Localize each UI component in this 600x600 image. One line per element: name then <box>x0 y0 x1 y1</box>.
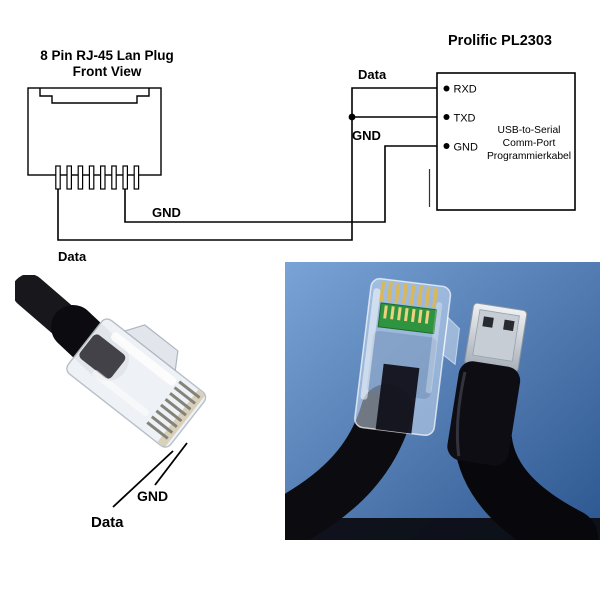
pcb-finger <box>410 308 416 323</box>
gold-pin <box>394 282 401 304</box>
rj45-usb-cable-photo <box>285 262 600 540</box>
data-label-top: Data <box>358 67 387 82</box>
plug-contact <box>164 397 187 417</box>
usb-hole <box>503 319 515 332</box>
usb-body <box>447 361 521 466</box>
gnd-pointer-line <box>154 442 188 486</box>
rj45-title-line2: Front View <box>73 64 142 79</box>
pcb-finger <box>397 307 402 321</box>
pcb-finger <box>383 305 388 319</box>
txd-label: TXD <box>454 113 476 125</box>
rj45-pin <box>66 165 73 190</box>
gnd-pin-dot <box>443 143 450 149</box>
data-label-plug: Data <box>58 249 87 264</box>
gnd-label: GND <box>454 142 479 154</box>
rj45-crystal-plug <box>66 318 207 448</box>
usb-body-highlight <box>455 371 467 457</box>
rj45-outline <box>27 87 162 176</box>
plug-contact <box>155 409 178 429</box>
rj45-pin <box>77 165 84 190</box>
rj45-pin <box>55 165 61 190</box>
gnd-label-plug: GND <box>152 205 181 220</box>
crystal-latch <box>442 316 461 366</box>
adapter-title: Prolific PL2303 <box>448 33 552 49</box>
gnd-photo-label: GND <box>137 488 168 504</box>
rxd-pin-dot <box>443 85 450 92</box>
gold-pin <box>386 281 393 303</box>
txd-pin-dot <box>443 114 450 120</box>
pl2303-box <box>436 72 576 211</box>
data-photo-label: Data <box>91 514 124 531</box>
highlight <box>110 332 177 386</box>
data-wire <box>57 87 437 241</box>
gold-pin <box>379 280 386 302</box>
gold-pin <box>401 283 408 304</box>
gold-pin <box>409 284 416 305</box>
rj45-pin <box>133 165 140 190</box>
plug-contact <box>178 380 201 399</box>
rxd-label: RXD <box>454 84 477 96</box>
gold-pin <box>432 287 439 308</box>
highlight <box>425 302 443 394</box>
data-pointer-line <box>112 450 174 508</box>
cable-inside-plug <box>79 334 126 379</box>
pcb-finger <box>390 306 395 320</box>
usb-face <box>472 309 520 362</box>
highlight <box>92 370 150 417</box>
adapter-desc-line3: Programmierkabel <box>487 151 571 162</box>
pcb-finger <box>424 310 430 324</box>
rj45-title-line1: 8 Pin RJ-45 Lan Plug <box>40 48 174 63</box>
rj45-pin <box>111 165 117 190</box>
wiring-diagram: 8 Pin RJ-45 Lan Plug Front View Data GND… <box>27 33 576 264</box>
pcb-finger <box>417 309 423 323</box>
rj45-plug-photo: GND Data <box>15 275 207 531</box>
plug-contact <box>150 415 174 434</box>
usb-hole <box>482 316 494 328</box>
wire-junction-dot <box>348 113 356 121</box>
plug-latch <box>123 324 179 372</box>
gold-pin <box>424 286 431 307</box>
gnd-label-box: GND <box>352 128 381 143</box>
rj45-pin <box>122 165 129 190</box>
plug-contact <box>160 403 183 423</box>
highlight <box>360 288 381 400</box>
usb-connector <box>447 302 528 466</box>
adapter-desc-line2: Comm-Port <box>503 138 556 149</box>
rj45-crystal-connector <box>354 277 461 437</box>
plug-contact <box>173 386 197 405</box>
rj45-pin <box>99 165 106 190</box>
rj45-latch-notch <box>39 88 150 104</box>
gold-pin <box>417 285 424 306</box>
adapter-desc-line1: USB-to-Serial <box>498 125 561 136</box>
rj45-pin <box>88 165 95 190</box>
plug-contact <box>169 392 192 411</box>
cable-entry <box>375 363 420 434</box>
pcb-finger <box>404 307 409 322</box>
gnd-wire <box>124 145 437 223</box>
plug-contact <box>146 421 169 440</box>
